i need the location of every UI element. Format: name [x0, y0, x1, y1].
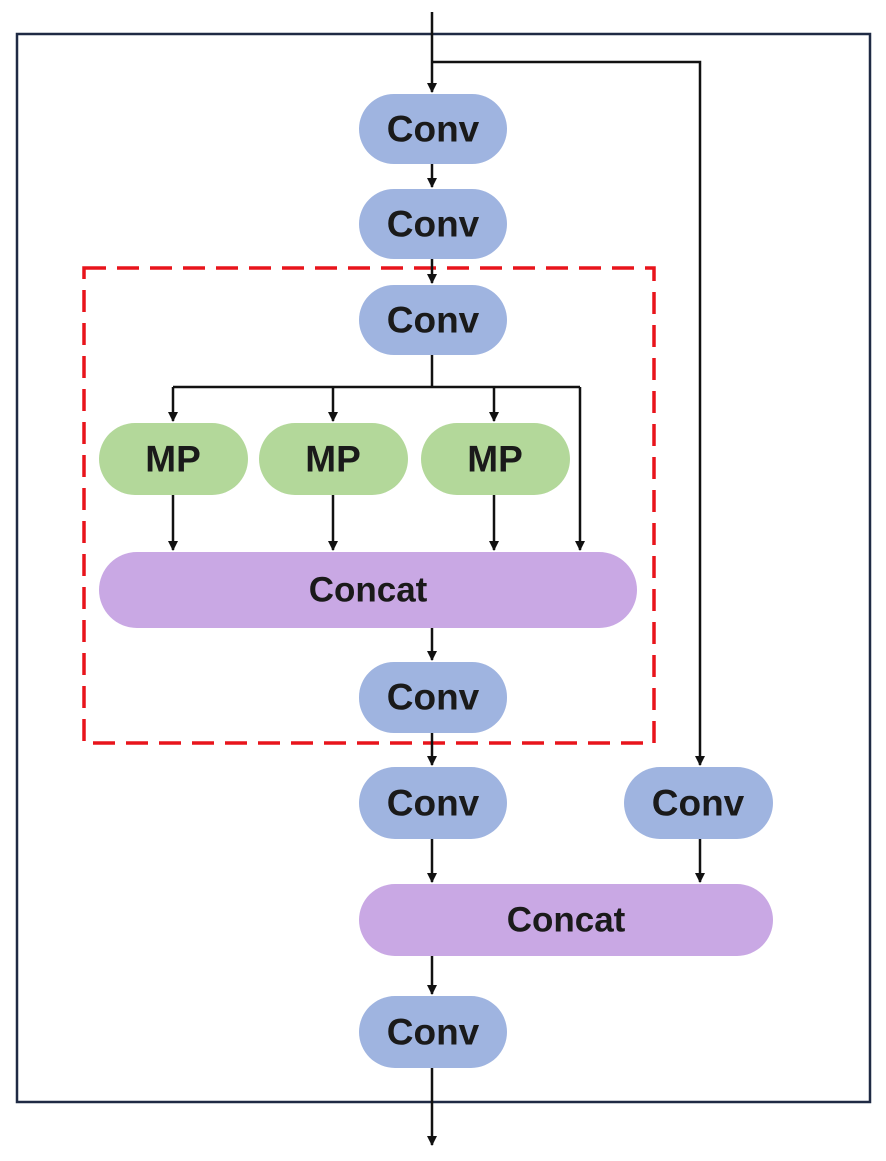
- mp-node-label: MP: [305, 439, 361, 480]
- conv-node-label: Conv: [652, 783, 745, 824]
- concat-node-shape: [359, 884, 773, 956]
- concat-node-label: Concat: [507, 901, 626, 940]
- edge-input-to-conv-branch: [432, 60, 705, 766]
- node-conv-4: Conv: [359, 662, 507, 733]
- node-mp-3: MP: [421, 423, 570, 495]
- mp-node-shape: [421, 423, 570, 495]
- node-conv-5: Conv: [359, 767, 507, 839]
- conv-node-shape: [359, 285, 507, 355]
- node-mp-2: MP: [259, 423, 408, 495]
- conv-node-shape: [624, 767, 773, 839]
- node-concat-2: Concat: [359, 884, 773, 956]
- node-conv-branch: Conv: [624, 767, 773, 839]
- conv-node-label: Conv: [387, 204, 480, 245]
- node-concat-1: Concat: [99, 552, 637, 628]
- mp-node-label: MP: [467, 439, 523, 480]
- conv-node-shape: [359, 189, 507, 259]
- concat-node-label: Concat: [309, 571, 428, 610]
- conv-node-shape: [359, 662, 507, 733]
- highlight-region: [82, 266, 656, 745]
- node-conv-1: Conv: [359, 94, 507, 164]
- mp-node-shape: [259, 423, 408, 495]
- mp-node-shape: [99, 423, 248, 495]
- node-conv-3: Conv: [359, 285, 507, 355]
- conv-node-label: Conv: [387, 783, 480, 824]
- conv-node-label: Conv: [387, 109, 480, 150]
- mp-node-label: MP: [145, 439, 201, 480]
- conv-node-label: Conv: [387, 1012, 480, 1053]
- conv-node-label: Conv: [387, 300, 480, 341]
- concat-node-shape: [99, 552, 637, 628]
- node-conv-2: Conv: [359, 189, 507, 259]
- node-conv-6: Conv: [359, 996, 507, 1068]
- conv-node-shape: [359, 767, 507, 839]
- conv-node-shape: [359, 94, 507, 164]
- conv-node-label: Conv: [387, 677, 480, 718]
- edges: [168, 12, 705, 1146]
- node-mp-1: MP: [99, 423, 248, 495]
- conv-node-shape: [359, 996, 507, 1068]
- outer-border: [15, 32, 872, 1104]
